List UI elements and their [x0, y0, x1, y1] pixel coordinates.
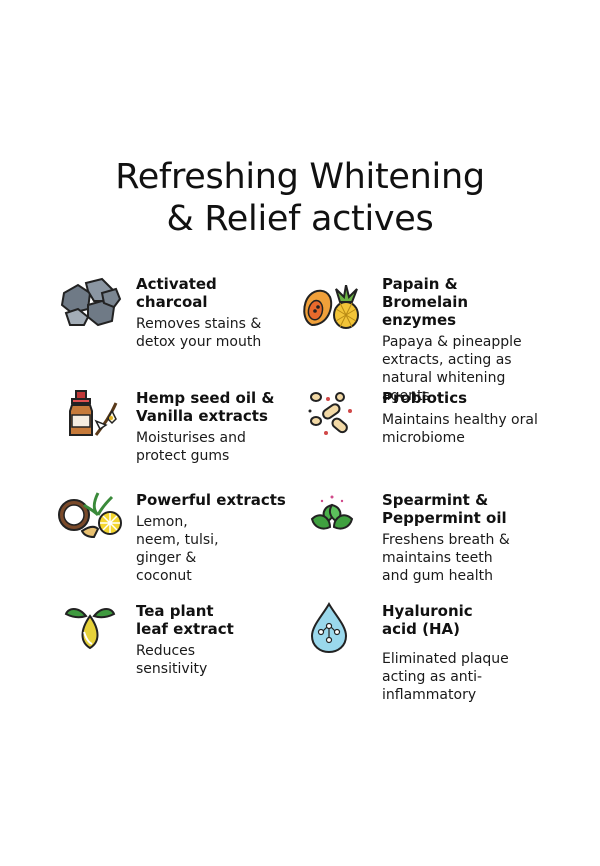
active-description: Maintains healthy oral microbiome	[382, 412, 538, 446]
active-name: Spearmint & Peppermint oil	[382, 491, 507, 527]
active-name: Probiotics	[382, 389, 468, 407]
active-description: Eliminated plaque acting as anti-inflamm…	[382, 651, 509, 703]
title-line-2: & Relief actives	[166, 199, 434, 239]
active-description: Reduces sensitivity	[136, 643, 208, 677]
active-name: Tea plant leaf extract	[136, 602, 234, 638]
active-description: Removes stains & detox your mouth	[136, 316, 262, 350]
active-name: Activated charcoal	[136, 275, 217, 311]
tea-leaf-oil-drop-icon	[64, 602, 128, 666]
active-description: Lemon, neem, tulsi, ginger & coconut	[136, 514, 219, 584]
oil-bottle-vanilla-icon	[66, 389, 130, 453]
active-description: Freshens breath & maintains teeth and gu…	[382, 532, 510, 584]
active-name: Powerful extracts	[136, 491, 286, 509]
papaya-pineapple-icon	[300, 284, 364, 349]
mint-leaves-icon	[306, 491, 370, 555]
active-name: Hemp seed oil & Vanilla extracts	[136, 389, 275, 425]
title-line-1: Refreshing Whitening	[115, 157, 485, 197]
active-description: Moisturises and protect gums	[136, 430, 246, 464]
active-name: Hyaluronic acid (HA)	[382, 602, 473, 638]
active-name: Papain & Bromelain enzymes	[382, 275, 469, 329]
lemon-coconut-ginger-icon	[58, 491, 122, 555]
active-description: Papaya & pineapple extracts, acting as n…	[382, 334, 522, 404]
page-title: Refreshing Whitening & Relief actives	[0, 156, 600, 240]
water-drop-molecule-icon	[306, 602, 370, 666]
probiotics-icon	[306, 389, 370, 453]
charcoal-icon	[58, 275, 122, 339]
